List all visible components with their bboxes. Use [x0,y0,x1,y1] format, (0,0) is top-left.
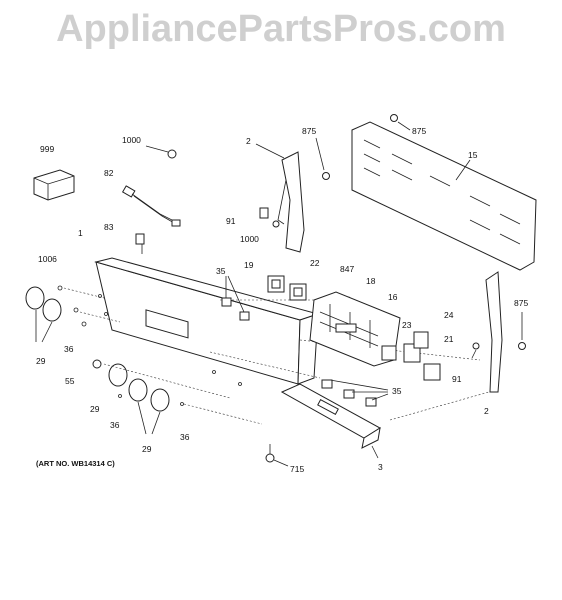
part-35-buttons-upper [221,275,250,321]
callout-875-c: 875 [514,298,528,308]
part-15-back-panel [351,121,537,271]
part-19-switch [267,275,285,293]
part-55-clip [92,359,102,369]
callout-91-left: 91 [226,216,236,226]
callout-1000-bracket: 1000 [240,234,259,244]
callout-847: 847 [340,264,354,274]
part-29-knobs-lower [108,363,184,435]
callout-15: 15 [468,150,478,160]
part-82-harness [121,185,181,227]
callout-1: 1 [78,228,83,238]
part-91-bracket [259,207,280,228]
callout-29-middle: 29 [90,404,100,414]
part-3-trim-strip [280,383,381,459]
callout-91-right: 91 [452,374,462,384]
callout-82: 82 [104,168,114,178]
part-2-side-bracket-right [471,271,503,393]
callout-83: 83 [104,222,114,232]
part-1-control-panel [94,257,320,386]
part-23-switch [381,345,397,361]
callout-24: 24 [444,310,454,320]
callout-2-left: 2 [246,136,251,146]
callout-21: 21 [444,334,454,344]
callout-55: 55 [65,376,75,386]
callout-22: 22 [310,258,320,268]
part-999-box [33,169,75,201]
part-29-knobs-upper [25,285,87,343]
callout-36-lower: 36 [180,432,190,442]
part-16-control-board [309,291,401,367]
part-1000-screw [145,145,177,159]
part-715-screw [265,444,289,467]
callout-2-right: 2 [484,406,489,416]
art-number: (ART NO. WB14314 C) [36,459,115,468]
watermark-logo: AppliancePartsPros.com [56,8,506,50]
callout-23: 23 [402,320,412,330]
callout-35-upper: 35 [216,266,226,276]
callout-36-middle: 36 [110,420,120,430]
callout-1000-top: 1000 [122,135,141,145]
part-22-switch [289,283,307,301]
part-24-switch [403,331,429,363]
callout-999: 999 [40,144,54,154]
part-21-switch [423,363,441,381]
callout-19: 19 [244,260,254,270]
callout-18: 18 [366,276,376,286]
part-875-screws [315,114,526,350]
callout-875-a: 875 [302,126,316,136]
callout-29-upper: 29 [36,356,46,366]
part-35-buttons-lower [321,379,389,407]
part-2-side-bracket-left [255,143,305,253]
callout-3: 3 [378,462,383,472]
callout-715: 715 [290,464,304,474]
callout-1006: 1006 [38,254,57,264]
leader-lines [63,287,497,425]
callout-36-upper: 36 [64,344,74,354]
callout-29-lower: 29 [142,444,152,454]
part-83-connector [135,233,145,254]
callout-35-lower: 35 [392,386,402,396]
callout-16: 16 [388,292,398,302]
callout-875-b: 875 [412,126,426,136]
